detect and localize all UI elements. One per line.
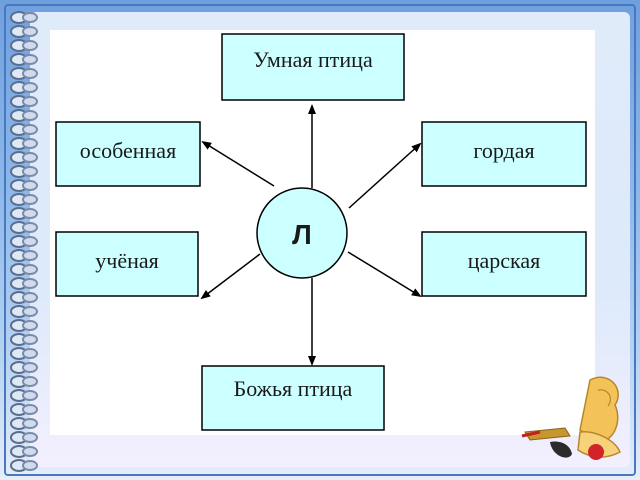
binding-ring (6, 304, 40, 318)
node-top: Умная птица (221, 33, 405, 101)
binding-ring (6, 122, 40, 136)
binding-ring (6, 66, 40, 80)
scroll-quill-decoration (521, 376, 621, 460)
binding-ring (6, 402, 40, 416)
binding-ring (6, 458, 40, 472)
binding-ring (6, 136, 40, 150)
diagram-canvas: Умная птица особенная гордая Л учёная ца… (50, 30, 595, 435)
binding-ring (6, 234, 40, 248)
binding-ring (6, 360, 40, 374)
node-bottom-left-label: учёная (95, 248, 159, 273)
binding-ring (6, 444, 40, 458)
binding-ring (6, 164, 40, 178)
node-top-right-label: гордая (473, 138, 534, 163)
binding-ring (6, 24, 40, 38)
binding-ring (6, 318, 40, 332)
center-node: Л (256, 187, 348, 279)
node-top-left-label: особенная (80, 138, 176, 163)
arrow-to-bottom-right (347, 251, 422, 298)
arrow-to-bottom-left (200, 253, 261, 300)
binding-ring (6, 276, 40, 290)
spiral-binding (6, 10, 40, 472)
binding-ring (6, 108, 40, 122)
binding-ring (6, 262, 40, 276)
binding-ring (6, 430, 40, 444)
binding-ring (6, 206, 40, 220)
binding-ring (6, 220, 40, 234)
arrow-to-top-left (201, 140, 275, 187)
node-top-left: особенная (55, 121, 201, 187)
binding-ring (6, 80, 40, 94)
word-association-diagram: Умная птица особенная гордая Л учёная ца… (55, 33, 587, 431)
binding-ring (6, 192, 40, 206)
node-bottom-right: царская (421, 231, 587, 297)
center-node-label: Л (292, 219, 312, 250)
binding-ring (6, 178, 40, 192)
binding-ring (6, 248, 40, 262)
node-top-label: Умная птица (253, 47, 373, 72)
slide-frame (4, 4, 636, 476)
binding-ring (6, 332, 40, 346)
node-bottom-right-label: царская (468, 248, 541, 273)
binding-ring (6, 388, 40, 402)
node-bottom-left: учёная (55, 231, 199, 297)
arrow-to-top-right (348, 142, 422, 209)
binding-ring (6, 416, 40, 430)
node-bottom-label: Божья птица (234, 376, 353, 401)
node-bottom: Божья птица (201, 365, 385, 431)
node-top-right: гордая (421, 121, 587, 187)
binding-ring (6, 150, 40, 164)
binding-ring (6, 10, 40, 24)
binding-ring (6, 290, 40, 304)
binding-ring (6, 52, 40, 66)
binding-ring (6, 38, 40, 52)
binding-ring (6, 94, 40, 108)
binding-ring (6, 374, 40, 388)
binding-ring (6, 346, 40, 360)
